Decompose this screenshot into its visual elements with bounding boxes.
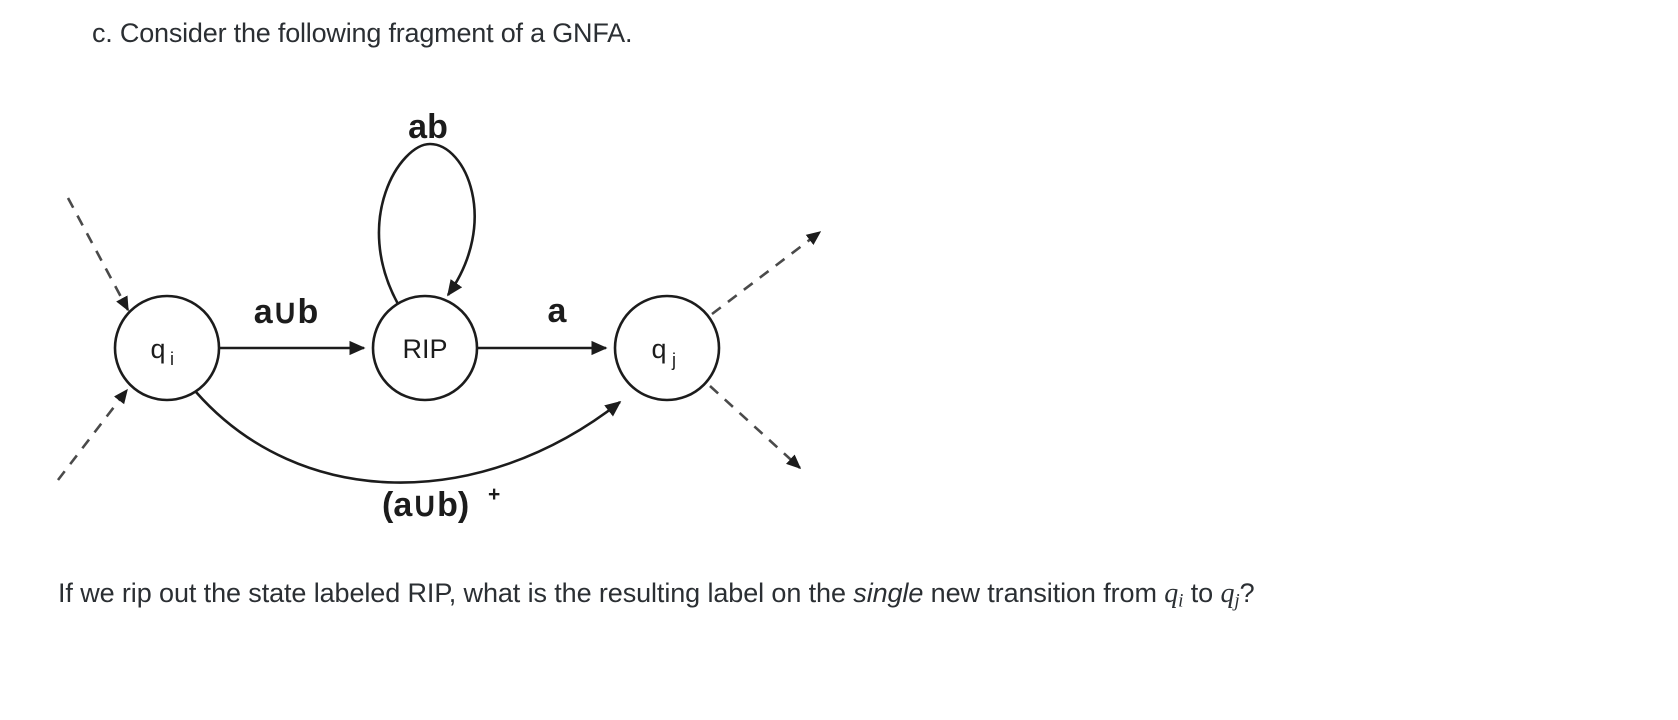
question-var-to: qj <box>1220 578 1240 612</box>
edge-label-qi-to-qj-group: (a∪b) + <box>382 483 500 524</box>
stub-in-qi-top <box>66 197 130 312</box>
question-text-trailing: ? <box>1239 578 1255 608</box>
question-text-after: new transition from <box>923 578 1165 608</box>
state-qi-circle[interactable] <box>113 294 221 402</box>
question-var-from: qi <box>1164 578 1184 612</box>
question-var-from-sub: i <box>1178 590 1184 612</box>
edge-label-qi-to-qj-superscript: + <box>488 483 500 506</box>
page-title: c. Consider the following fragment of a … <box>92 18 633 48</box>
question-text-before: If we rip out the state labeled RIP, wha… <box>58 578 854 608</box>
stub-out-qj-top <box>711 230 822 316</box>
edge-label-rip-self-loop: ab <box>408 108 448 146</box>
gnfa-diagram-canvas: q i RIP q j a∪b ab a (a∪b) + <box>56 108 822 524</box>
state-qi-label: q <box>150 334 165 364</box>
question-var-to-sub: j <box>1234 590 1240 612</box>
question-var-from-base: q <box>1164 578 1179 609</box>
question-emphasis-single: single <box>853 578 924 608</box>
edge-label-qi-to-qj: (a∪b) <box>382 486 469 524</box>
edge-qi-to-qj <box>195 391 622 484</box>
edge-label-rip-to-qj: a <box>548 292 568 330</box>
state-rip-circle[interactable] <box>371 294 479 402</box>
edge-rip-self-loop <box>377 142 476 305</box>
state-qj-circle[interactable] <box>613 294 721 402</box>
question-text: If we rip out the state labeled RIP, wha… <box>58 578 1255 613</box>
edge-label-qi-to-rip: a∪b <box>254 293 319 331</box>
question-var-to-base: q <box>1220 578 1235 609</box>
stub-out-qj-bottom <box>709 385 802 469</box>
state-qj-label: q <box>651 334 666 364</box>
question-text-between: to <box>1183 578 1221 608</box>
state-qj[interactable]: q j <box>613 294 721 402</box>
state-rip-label: RIP <box>402 334 447 364</box>
stub-in-qi-bottom <box>56 388 129 481</box>
state-rip[interactable]: RIP <box>371 294 479 402</box>
gnfa-diagram: q i RIP q j a∪b ab a (a∪b) + <box>0 80 900 550</box>
state-qj-label-subscript: j <box>671 350 676 370</box>
state-qi-label-subscript: i <box>170 349 174 369</box>
state-qi[interactable]: q i <box>113 294 221 402</box>
